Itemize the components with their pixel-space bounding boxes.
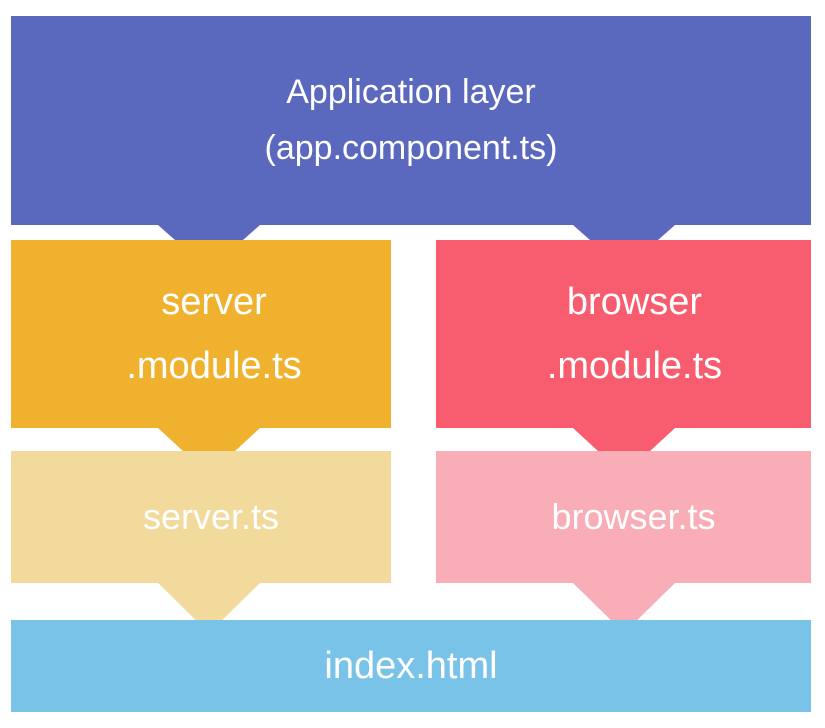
- node-browser-module-line-2: .module.ts: [546, 345, 723, 387]
- node-application-layer: Application layer (app.component.ts): [11, 16, 811, 225]
- node-index-html-label: index.html: [324, 644, 498, 687]
- node-server-module-line-1: server: [161, 280, 267, 323]
- node-server-ts: server.ts: [11, 451, 391, 583]
- node-server-module-line-2: .module.ts: [126, 345, 302, 387]
- node-application-layer-line-1: Application layer: [286, 73, 536, 112]
- node-browser-ts-label: browser.ts: [551, 496, 716, 538]
- node-index-html: index.html: [11, 620, 811, 712]
- node-application-layer-line-2: (app.component.ts): [264, 128, 558, 167]
- node-browser-ts: browser.ts: [436, 451, 811, 583]
- node-browser-module-line-1: browser: [566, 280, 703, 323]
- node-server-ts-label: server.ts: [142, 496, 280, 538]
- node-server-module: server .module.ts: [11, 240, 391, 428]
- node-browser-module: browser .module.ts: [436, 240, 811, 428]
